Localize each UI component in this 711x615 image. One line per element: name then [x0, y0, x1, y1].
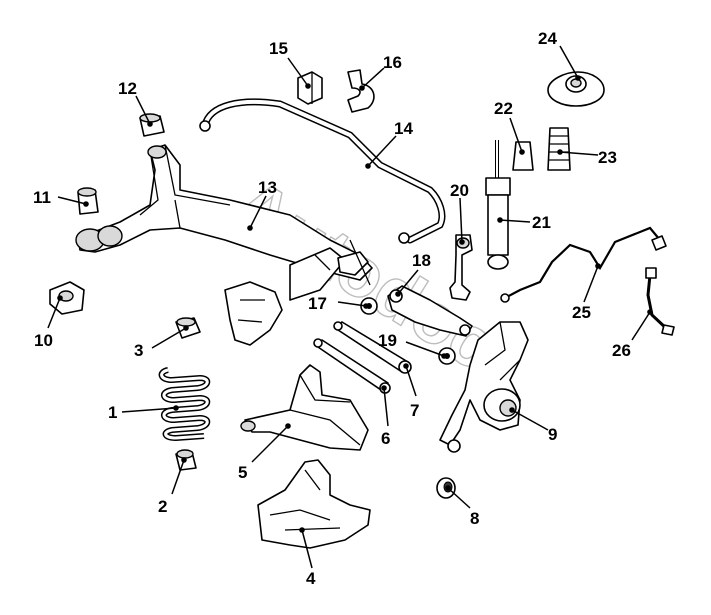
subframe-illustration	[75, 144, 373, 346]
callout-8: 8	[470, 509, 479, 528]
callout-7: 7	[410, 401, 419, 420]
callout-25: 25	[572, 303, 591, 322]
anti-roll-bar-illustration	[199, 98, 446, 244]
callout-17: 17	[308, 294, 327, 313]
callout-13: 13	[258, 178, 277, 197]
coil-spring-1-illustration	[158, 367, 211, 442]
brake-line-25-illustration	[500, 226, 667, 303]
callouts: 1 2 3 4 5 6 7 8 9 10 11 12	[33, 29, 653, 588]
link-6-illustration	[313, 338, 391, 394]
bump-stop-22-illustration	[512, 141, 534, 171]
callout-16: 16	[383, 53, 402, 72]
plate-4-illustration	[257, 459, 371, 549]
callout-24: 24	[538, 29, 557, 48]
callout-18: 18	[412, 251, 431, 270]
callout-9: 9	[548, 425, 557, 444]
callout-3: 3	[134, 341, 143, 360]
dust-boot-23-illustration	[547, 127, 571, 171]
brake-hose-26-illustration	[645, 267, 675, 336]
upper-arm-18-illustration	[387, 285, 473, 337]
shock-absorber-21-illustration	[485, 140, 511, 270]
callout-6: 6	[381, 429, 390, 448]
callout-10: 10	[34, 331, 53, 350]
callout-21: 21	[532, 213, 551, 232]
callout-14: 14	[394, 119, 413, 138]
top-mount-24-illustration	[547, 71, 605, 107]
callout-23: 23	[598, 148, 617, 167]
callout-26: 26	[612, 341, 631, 360]
callout-5: 5	[238, 463, 247, 482]
callout-11: 11	[33, 188, 51, 207]
lower-arm-5-illustration	[240, 364, 369, 451]
mount-10-illustration	[49, 281, 85, 315]
callout-4: 4	[306, 569, 316, 588]
drop-link-20-illustration	[449, 234, 473, 301]
callout-22: 22	[494, 99, 513, 118]
knuckle-9-illustration	[439, 321, 529, 453]
callout-1: 1	[108, 403, 117, 422]
callout-15: 15	[269, 39, 288, 58]
callout-2: 2	[158, 497, 167, 516]
clamp-16-illustration	[347, 69, 375, 113]
callout-12: 12	[118, 79, 137, 98]
bushing-11-illustration	[77, 187, 99, 215]
callout-19: 19	[378, 331, 397, 350]
callout-20: 20	[450, 181, 469, 200]
